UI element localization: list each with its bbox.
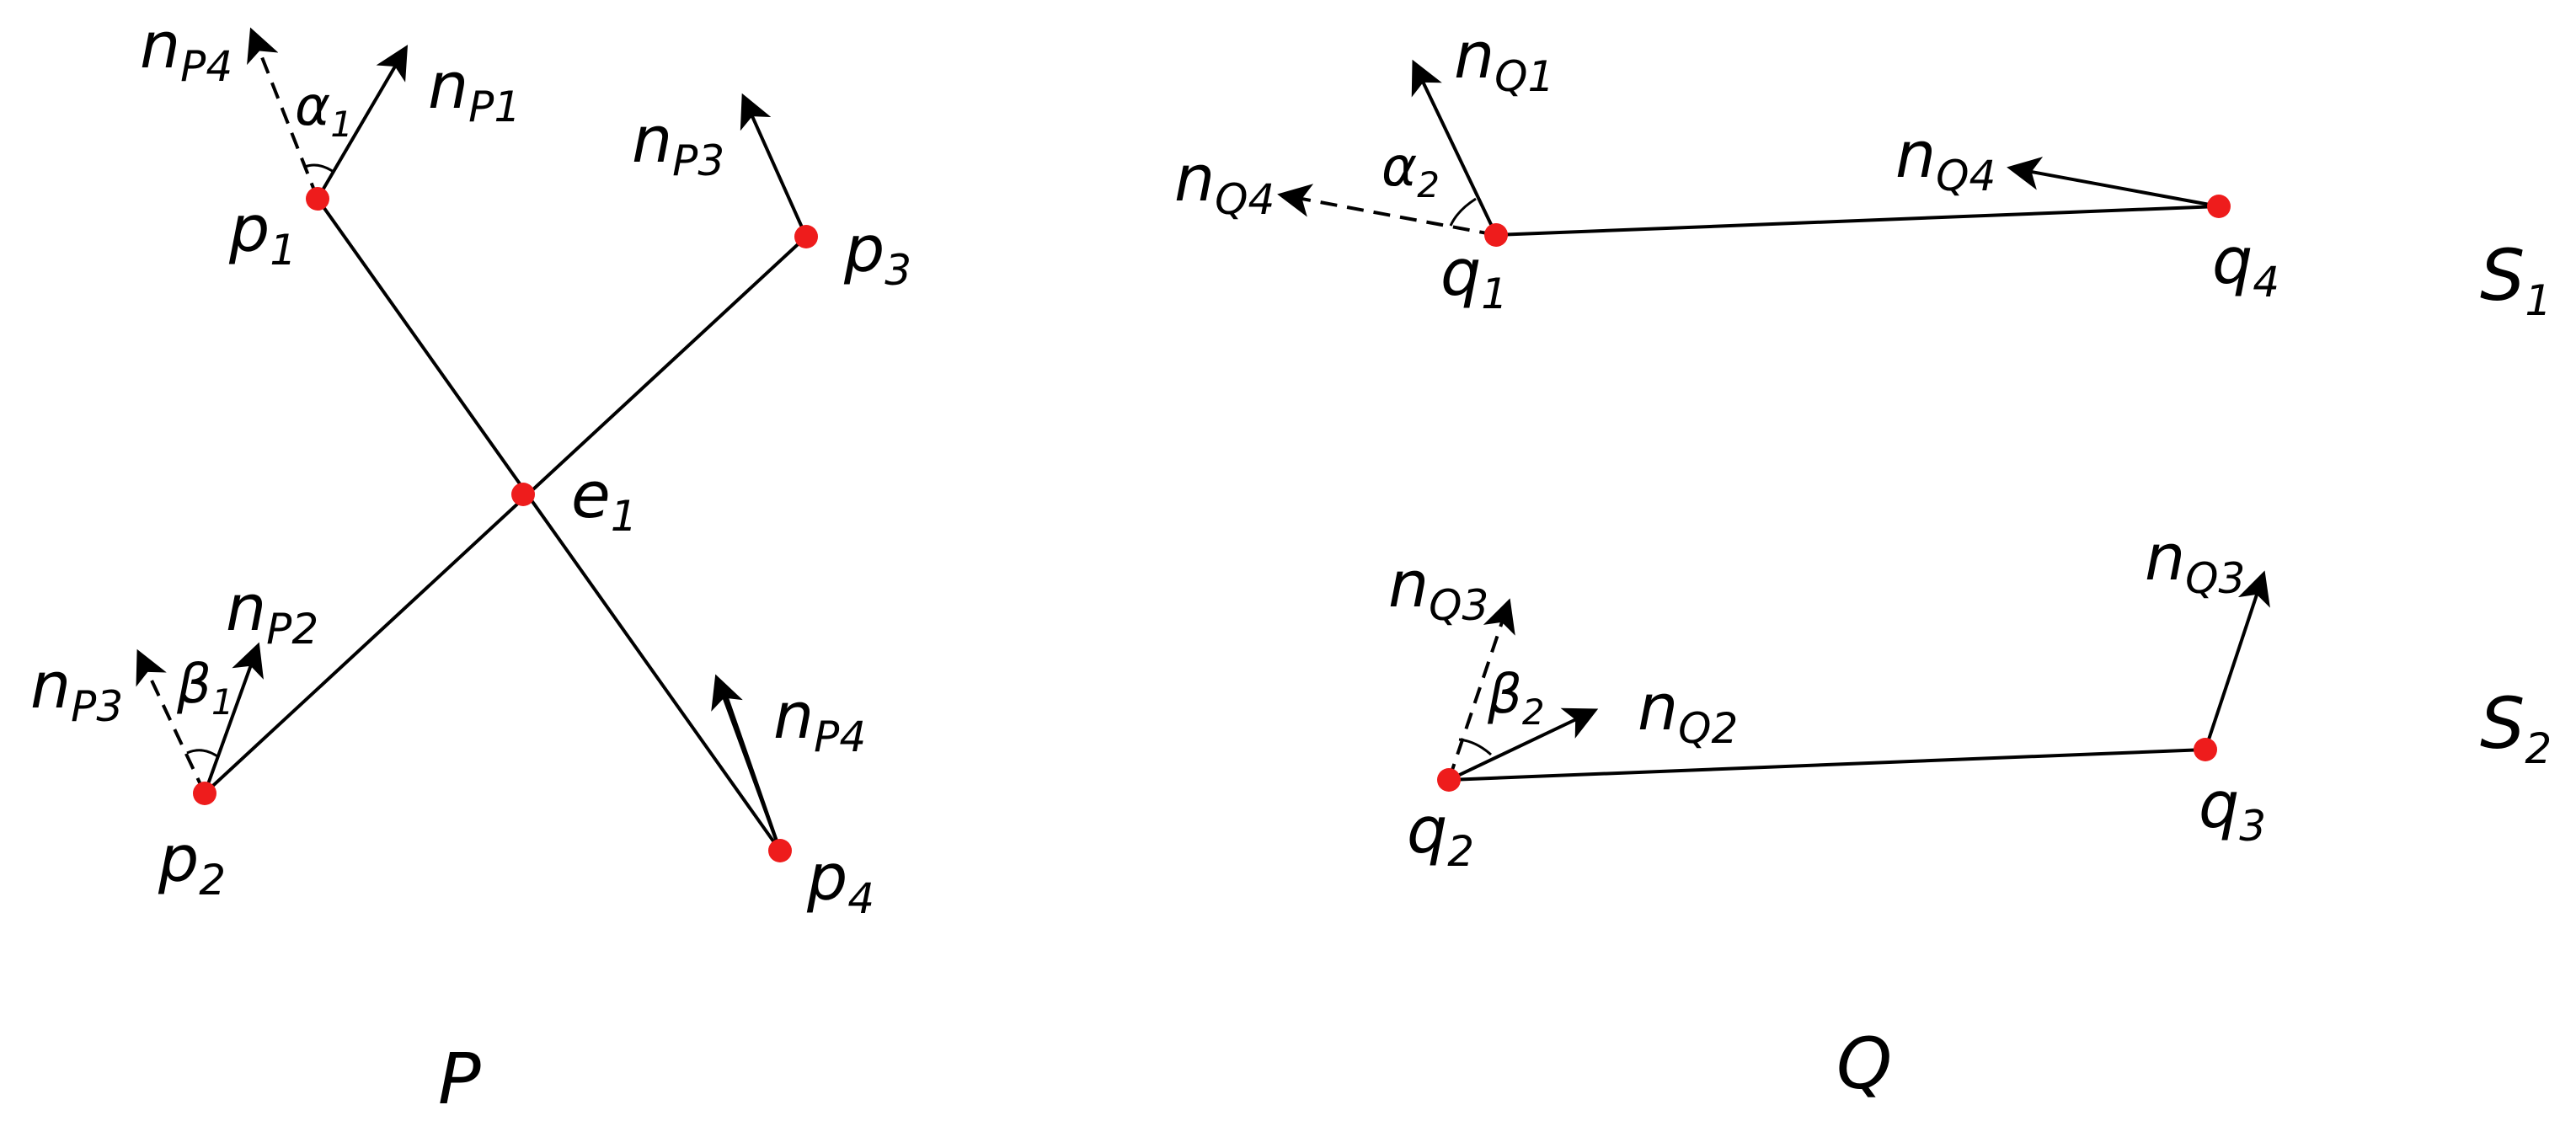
normal-nQ2-at-q2 <box>1448 707 1599 782</box>
normal-nP4-at-p4-b <box>723 690 782 851</box>
label-e1: e1 <box>571 457 638 541</box>
label-q1: q1 <box>1440 235 1508 318</box>
row-label-s1: S1 <box>2480 234 2552 325</box>
panel-title-q: Q <box>1836 1022 1892 1105</box>
label-nQ3-at-q2: nQ3 <box>1388 547 1488 630</box>
normal-nQ1-at-q1 <box>1411 59 1498 236</box>
label-alpha2: α2 <box>1382 136 1440 206</box>
label-nP2-at-p2: nP2 <box>226 570 318 654</box>
label-nP4-at-p4: nP4 <box>773 678 866 761</box>
point-p2 <box>193 782 216 805</box>
angle-arc-beta2 <box>1458 738 1492 756</box>
angle-arc-alpha2 <box>1449 197 1477 227</box>
label-nP4-at-p1: nP4 <box>140 8 232 91</box>
label-alpha1: α1 <box>295 76 353 145</box>
normal-nQ4-at-q4 <box>2007 157 2220 208</box>
point-p3 <box>794 225 818 248</box>
normal-nQ3-at-q2-dashed <box>1447 598 1515 781</box>
label-p3: p3 <box>843 211 911 295</box>
segment-p1-p4 <box>316 197 782 852</box>
segment-q2-q3 <box>1448 748 2206 782</box>
panel-title-p: P <box>438 1038 481 1120</box>
label-beta1: β1 <box>176 654 234 723</box>
label-nQ4-at-q4: nQ4 <box>1895 117 1996 200</box>
label-p1: p1 <box>228 191 297 275</box>
label-q3: q3 <box>2199 767 2266 851</box>
label-q2: q2 <box>1407 793 1474 876</box>
normal-nP2-at-p2 <box>203 642 264 794</box>
normal-nQ4-at-q1-dashed <box>1277 184 1497 237</box>
point-e1 <box>511 483 535 506</box>
segment-p2-p3 <box>203 235 808 795</box>
label-nP1-at-p1: nP1 <box>428 48 521 131</box>
label-nP3-at-p2: nP3 <box>30 648 123 731</box>
row-label-s2: S2 <box>2480 682 2552 773</box>
label-p2: p2 <box>158 821 226 905</box>
normal-nQ3-at-q3 <box>2204 570 2270 750</box>
label-nQ1-at-q1: nQ1 <box>1454 18 1554 101</box>
angle-arc-beta1 <box>186 749 218 758</box>
point-q3 <box>2194 738 2217 761</box>
label-nQ3-at-q3: nQ3 <box>2145 520 2245 603</box>
label-nQ2-at-q2: nQ2 <box>1638 670 1738 753</box>
normal-nP4-at-p1-dashed <box>247 27 319 200</box>
point-q4 <box>2207 195 2231 218</box>
normal-nP3-at-p3 <box>740 93 808 238</box>
segment-q1-q4 <box>1495 205 2220 237</box>
normal-nP1-at-p1 <box>316 45 409 200</box>
label-nP3-at-p3: nP3 <box>632 102 724 185</box>
point-q2 <box>1437 768 1461 792</box>
label-beta2: β2 <box>1487 664 1545 733</box>
label-nQ4-at-q1: nQ4 <box>1174 141 1275 224</box>
point-q1 <box>1484 223 1508 247</box>
angle-arc-alpha1 <box>304 163 334 173</box>
panel-p: nP4 α1 nP1 p1 nP3 p3 e1 nP2 nP3 β1 nP4 p… <box>30 8 911 1120</box>
point-p1 <box>306 187 329 211</box>
label-p4: p4 <box>806 840 874 923</box>
panel-q: nQ1 nQ4 α2 nQ4 q1 q4 nQ3 β2 nQ2 nQ3 q2 q… <box>1174 18 2552 1105</box>
point-p4 <box>768 839 792 862</box>
label-q4: q4 <box>2212 223 2279 307</box>
